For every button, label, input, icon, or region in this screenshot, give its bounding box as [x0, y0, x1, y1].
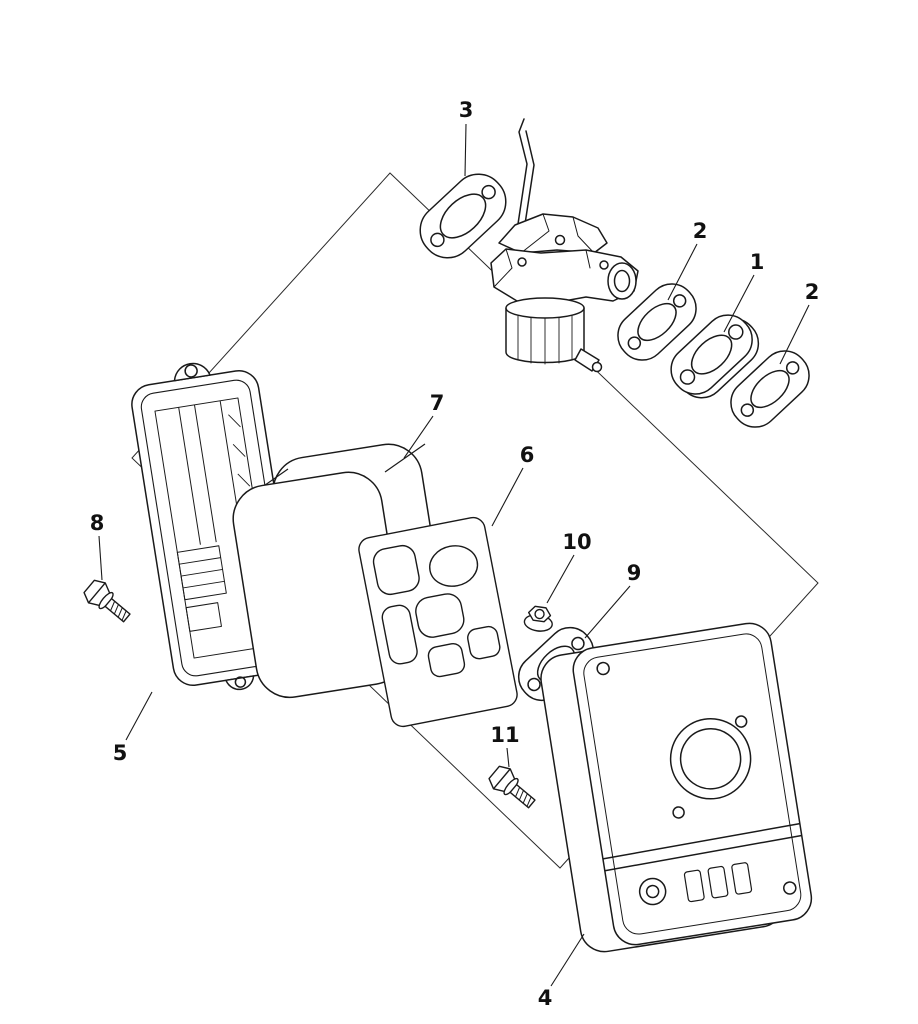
callout-10: 10 — [562, 530, 592, 554]
callout-2-upper: 2 — [692, 219, 708, 243]
callout-leader-lines — [98, 123, 810, 987]
filter-plate — [358, 516, 518, 728]
callout-8: 8 — [89, 511, 105, 535]
screw-11 — [488, 765, 536, 809]
carburetor — [490, 118, 639, 373]
assembly-plane-outline — [131, 172, 819, 869]
gasket-part-2-lower — [730, 350, 810, 428]
nut-10 — [523, 605, 553, 632]
spacer-part-1 — [670, 314, 760, 399]
screw-8 — [83, 579, 131, 623]
gasket-part-3 — [419, 173, 507, 259]
air-cleaner-case — [540, 622, 813, 953]
callout-2-lower: 2 — [804, 280, 820, 304]
callout-3: 3 — [458, 98, 474, 122]
gasket-part-2-upper — [617, 283, 697, 361]
callout-1: 1 — [749, 250, 765, 274]
callout-7: 7 — [429, 391, 445, 415]
callout-5: 5 — [112, 741, 128, 765]
callout-11: 11 — [490, 723, 520, 747]
callout-6: 6 — [519, 443, 535, 467]
callout-4: 4 — [537, 986, 553, 1010]
callout-9: 9 — [626, 561, 642, 585]
